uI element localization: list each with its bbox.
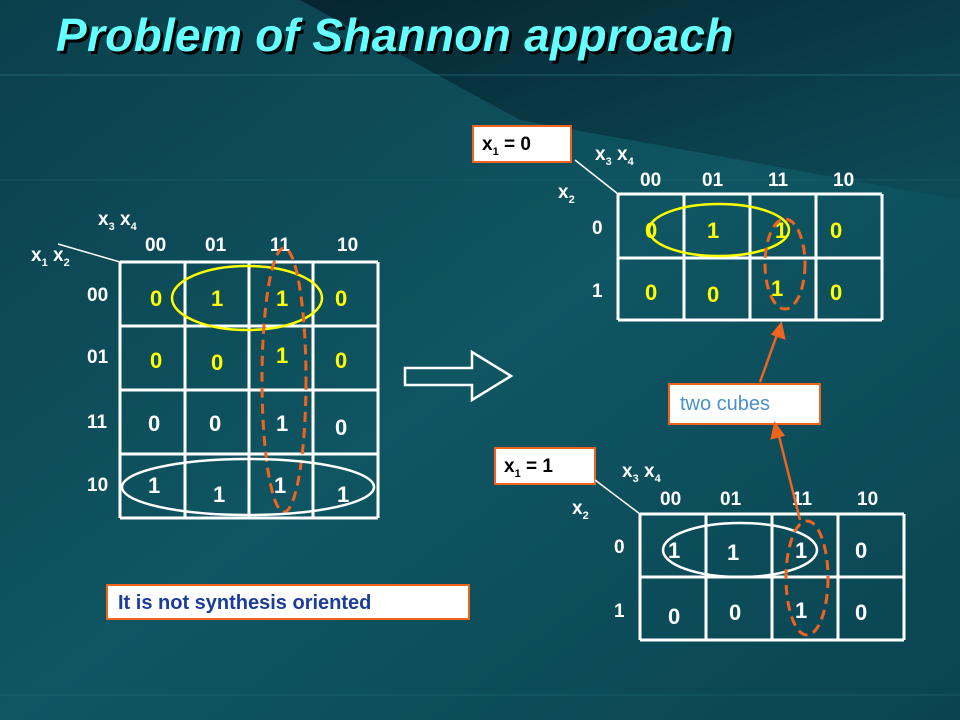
bottom-row-header: 0 [614, 537, 625, 558]
bottom-row-var-label: x2 [572, 498, 589, 522]
left-col-header: 10 [337, 235, 359, 256]
top-cell: 0 [707, 282, 720, 307]
left-row-header: 10 [87, 475, 109, 496]
not-synthesis-oriented-note: It is not synthesis oriented [106, 584, 470, 620]
left-cell: 0 [209, 411, 222, 436]
left-cell: 1 [337, 482, 350, 507]
left-row-header: 11 [87, 412, 108, 433]
top-cell: 1 [707, 218, 720, 243]
bottom-col-header: 01 [720, 489, 742, 510]
left-row-header: 00 [87, 285, 109, 306]
left-cell: 0 [335, 348, 348, 373]
top-cell: 0 [645, 280, 658, 305]
top-cell: 0 [830, 218, 843, 243]
left-cell: 0 [335, 286, 348, 311]
bottom-cell: 1 [795, 538, 808, 563]
bottom-cell: 0 [855, 538, 868, 563]
left-cell: 1 [274, 473, 287, 498]
top-col-header: 10 [833, 170, 855, 191]
bottom-diagonal-line [594, 479, 641, 515]
top-col-header: 01 [702, 170, 724, 191]
left-cell: 0 [150, 348, 163, 373]
left-cell: 0 [148, 411, 161, 436]
left-cell: 0 [150, 286, 163, 311]
left-cell: 1 [211, 286, 224, 311]
bottom-cell: 0 [855, 600, 868, 625]
bottom-cell: 0 [668, 604, 681, 629]
top-cell: 1 [775, 218, 788, 243]
top-orange-dashed-loop [763, 217, 807, 311]
left-col-var-label: x3 x4 [98, 209, 137, 233]
left-map-grid [118, 260, 380, 520]
two-cubes-note: two cubes [668, 383, 821, 425]
condition-label-x1-1: x1 = 1 [494, 447, 596, 485]
bottom-white-loop [661, 521, 819, 579]
bottom-map-grid [638, 512, 906, 642]
left-row-header: 01 [87, 347, 109, 368]
left-cell: 1 [276, 343, 289, 368]
left-cell: 1 [148, 473, 161, 498]
bottom-col-header: 10 [857, 489, 879, 510]
left-yellow-loop [170, 264, 324, 332]
bottom-cell: 1 [668, 538, 681, 563]
left-cell: 1 [276, 411, 289, 436]
top-col-var-label: x3 x4 [595, 144, 634, 168]
top-row-header: 1 [592, 281, 603, 302]
bottom-orange-dashed-loop [784, 519, 830, 637]
top-row-header: 0 [592, 218, 603, 239]
top-col-header: 11 [768, 170, 789, 191]
left-row-var-label: x1 x2 [31, 245, 70, 269]
left-white-loop [120, 457, 376, 517]
transition-arrow-icon [403, 349, 514, 403]
left-diagonal-line [57, 243, 121, 263]
bottom-cell: 0 [729, 600, 742, 625]
left-cell: 1 [213, 482, 226, 507]
top-yellow-loop [647, 202, 791, 258]
left-cell: 0 [335, 415, 348, 440]
bottom-cell: 1 [795, 598, 808, 623]
slide-title: Problem of Shannon approach [56, 9, 734, 61]
left-cell: 0 [211, 350, 224, 375]
two-cubes-arrows [758, 321, 802, 521]
top-col-header: 00 [640, 170, 662, 191]
bottom-col-header: 00 [660, 489, 682, 510]
top-row-var-label: x2 [558, 182, 575, 206]
left-col-header: 00 [145, 235, 167, 256]
top-cell: 1 [771, 276, 784, 301]
top-cell: 0 [830, 280, 843, 305]
left-col-header: 01 [205, 235, 227, 256]
bottom-row-header: 1 [614, 601, 625, 622]
top-cell: 0 [645, 218, 658, 243]
top-diagonal-line [574, 159, 619, 195]
left-cell: 1 [276, 286, 289, 311]
left-col-header: 11 [270, 235, 291, 256]
bottom-cell: 1 [727, 540, 740, 565]
condition-label-x1-0: x1 = 0 [472, 125, 572, 163]
left-orange-dashed-loop [260, 246, 308, 514]
top-map-grid [616, 192, 884, 322]
bottom-col-var-label: x3 x4 [622, 461, 661, 485]
